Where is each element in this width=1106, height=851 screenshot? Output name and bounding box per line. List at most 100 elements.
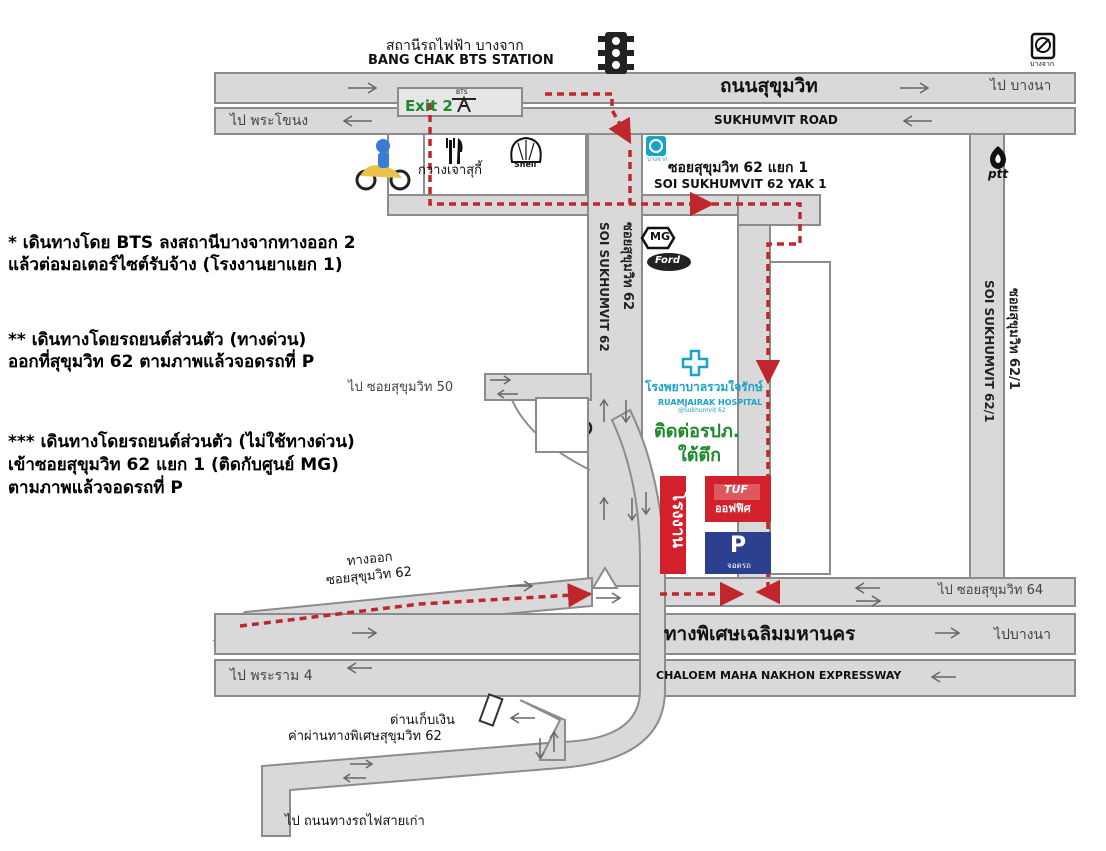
toll-booth <box>478 693 504 727</box>
parking-label: P <box>730 533 747 558</box>
soi62-yak1-right-road <box>737 194 821 226</box>
road-sukhumvit-th: ถนนสุขุมวิท <box>720 75 818 97</box>
route-bts-to-factory <box>428 103 715 217</box>
shell-logo-icon <box>510 136 542 163</box>
to-bangna-exp: ไปบางนา <box>994 627 1051 643</box>
to-old-rail: ไป ถนนทางรถไฟสายเก่า <box>285 814 425 829</box>
hospital-cross-icon <box>681 349 709 377</box>
to-bangna-top: ไป บางนา <box>990 78 1052 94</box>
road-arrows <box>342 82 961 783</box>
arrow-icon <box>490 375 518 399</box>
soi62-th: ซอยสุขุมวิท 62 <box>620 222 635 311</box>
hospital-en: RUAMJAIRAK HOSPITAL <box>658 398 763 407</box>
to-phrakhanong: ไป พระโขนง <box>230 113 309 129</box>
parking-lot <box>705 532 771 574</box>
note-exp-line2: ออกที่สุขุมวิท 62 ตามภาพแล้วจอดรถที่ P <box>8 352 315 372</box>
soi62-1-en: SOI SUKHUMVIT 62/1 <box>982 280 996 423</box>
expressway-th: ทางพิเศษเฉลิมมหานคร <box>664 623 856 645</box>
bangchak-station-logo-icon <box>646 136 666 156</box>
shop-kuang: กวางเจาสุกี้ <box>418 163 482 178</box>
roundabout-inner <box>535 397 589 453</box>
exit-label: Exit 2 <box>405 97 453 115</box>
arrow-icon <box>599 496 609 520</box>
soi62-yak1-th: ซอยสุขุมวิท 62 แยก 1 <box>668 160 809 176</box>
roundabout-island <box>591 566 619 589</box>
toll-line1: ด่านเก็บเงิน <box>390 713 455 728</box>
note-nonexp-line3: ตามภาพแล้วจอดรถที่ P <box>8 478 183 498</box>
toll-line2: ค่าผ่านทางพิเศษสุขุมวิท 62 <box>288 729 442 744</box>
arrow-icon <box>509 712 535 724</box>
bts-logo-icon <box>452 95 476 113</box>
factory-label: โรงงาน <box>668 492 688 549</box>
mg-logo-icon <box>640 226 676 250</box>
office-logo: TUF <box>724 483 748 496</box>
hospital-sub: @Sukhumvit 62 <box>678 407 726 414</box>
shell-label: Shell <box>514 160 537 169</box>
contact-line2: ใต้ตึก <box>678 445 722 466</box>
to-soi64: ไป ซอยสุขุมวิท 64 <box>938 583 1044 598</box>
arrow-icon <box>508 580 534 592</box>
note-bts-line1: * เดินทางโดย BTS ลงสถานีบางจากทางออก 2 <box>8 233 356 253</box>
route-sukhumvit-turn <box>545 92 632 145</box>
factory-building <box>660 476 686 574</box>
route-to-parking <box>755 390 781 605</box>
route-lines <box>239 92 802 628</box>
arrow-icon <box>342 759 374 783</box>
soi62-1-road <box>969 133 1005 585</box>
arrow-icon <box>930 671 956 683</box>
note-bts-line2: แล้วต่อมอเตอร์ไซต์รับจ้าง (โรงงานยาแยก 1… <box>8 255 343 275</box>
arrow-icon <box>348 82 378 94</box>
soi62-1-th: ซอยสุขุมวิท 62/1 <box>1006 288 1021 390</box>
to-rama4: ไป พระราม 4 <box>230 668 313 684</box>
bts-station-en: BANG CHAK BTS STATION <box>368 53 554 68</box>
ptt-logo-icon <box>990 146 1006 169</box>
road-network <box>212 72 1076 697</box>
ford-label: Ford <box>655 255 681 266</box>
contact-line1: ติดต่อรปภ. <box>654 421 740 442</box>
arrow-icon <box>902 115 932 127</box>
bangchak-logo-icon <box>1030 32 1056 60</box>
bangchak-station-text: บางจาก <box>647 156 668 163</box>
arrow-icon <box>342 115 372 127</box>
mg-label: MG <box>650 230 670 243</box>
note-nonexp-line1: *** เดินทางโดยรถยนต์ส่วนตัว (ไม่ใช้ทางด่… <box>8 432 355 452</box>
soi62-road <box>587 133 643 587</box>
block-right-inner <box>769 261 831 575</box>
bangchak-logo-text: บางจาก <box>1030 60 1055 68</box>
expressway-en: CHALOEM MAHA NAKHON EXPRESSWAY <box>656 669 902 682</box>
bts-mark: BTS <box>456 89 468 96</box>
office-building <box>705 476 771 522</box>
route-expressway-exit <box>239 583 593 628</box>
traffic-light-icon <box>598 32 634 74</box>
ramp-curve <box>261 408 666 837</box>
to-soi50: ไป ซอยสุขุมวิท 50 <box>348 380 454 395</box>
note-exp-line1: ** เดินทางโดยรถยนต์ส่วนตัว (ทางด่วน) <box>8 330 307 350</box>
note-nonexp-line2: เข้าซอยสุขุมวิท 62 แยก 1 (ติดกับศูนย์ MG… <box>8 455 339 475</box>
arrow-icon <box>596 592 622 604</box>
fork-knife-icon <box>446 138 463 164</box>
arrow-icon <box>627 492 651 522</box>
block-exit2 <box>397 87 523 117</box>
ford-logo-icon <box>647 253 691 271</box>
ptt-label: ptt <box>988 167 1009 181</box>
arrow-icon <box>346 662 372 674</box>
arrow-icon <box>935 627 961 639</box>
arrow-icon <box>621 400 631 424</box>
route-yak1 <box>712 202 802 385</box>
arrow-icon <box>854 582 882 607</box>
motorbike-taxi-icon <box>355 139 411 191</box>
arrow-icon <box>900 82 930 94</box>
parking-sub: จอดรถ <box>727 561 751 570</box>
road-sukhumvit-en: SUKHUMVIT ROAD <box>714 113 838 127</box>
office-label: ออฟฟิศ <box>715 502 751 515</box>
soi62-yak1-en: SOI SUKHUMVIT 62 YAK 1 <box>654 177 827 191</box>
soi50-road <box>484 373 592 401</box>
bts-station-th: สถานีรถไฟฟ้า บางจาก <box>386 38 524 54</box>
sukhumvit-road-top <box>214 72 1076 104</box>
soi62-en: SOI SUKHUMVIT 62 <box>597 222 611 352</box>
arrow-icon <box>352 627 378 639</box>
hospital-th: โรงพยาบาลรวมใจรักษ์ <box>645 380 763 394</box>
arrow-icon <box>535 730 559 760</box>
arrow-icon <box>599 398 609 422</box>
